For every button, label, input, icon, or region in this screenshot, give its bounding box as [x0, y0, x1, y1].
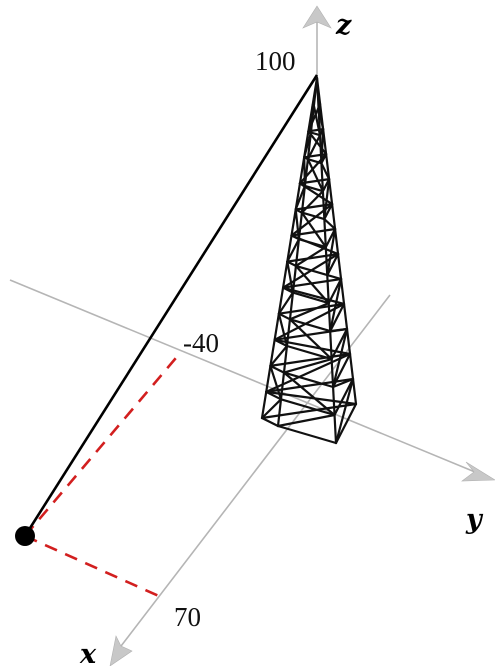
- y-coordinate-label: -40: [183, 328, 219, 358]
- x-axis-arrowhead: [109, 635, 133, 666]
- tower-brace: [300, 211, 327, 249]
- y-axis-label: y: [465, 504, 484, 535]
- tower-brace: [294, 264, 330, 305]
- tower-brace: [303, 156, 306, 187]
- tower-brace: [309, 104, 314, 134]
- tower-ring: [326, 252, 340, 277]
- tower-ring: [334, 402, 358, 445]
- y-axis-arrowhead: [461, 461, 495, 482]
- tower-leg: [260, 76, 319, 420]
- projection-line-x: [24, 534, 162, 599]
- tower-brace: [326, 274, 343, 281]
- tower-brace: [286, 238, 300, 263]
- tower-ring: [303, 184, 324, 193]
- projection-line-y: [24, 351, 182, 537]
- x-axis-label: x: [79, 639, 97, 666]
- tower-brace: [288, 302, 330, 321]
- tower-ring: [269, 364, 286, 374]
- tower-brace: [273, 338, 352, 356]
- tower-brace: [294, 184, 306, 211]
- tower-brace: [312, 104, 322, 137]
- tower-brace: [282, 252, 340, 289]
- tower-ring: [329, 302, 346, 333]
- z-axis-arrowhead: [302, 5, 332, 29]
- tower-brace: [306, 158, 324, 193]
- lattice-tower: [260, 76, 358, 445]
- tower-brace: [326, 227, 337, 277]
- tower-ring: [265, 377, 355, 393]
- tower-brace: [276, 413, 336, 428]
- tower-brace: [273, 302, 346, 341]
- tower-brace: [329, 277, 343, 333]
- tower-brace: [265, 352, 352, 393]
- z-height-label: 100: [255, 46, 296, 76]
- tower-brace: [260, 398, 283, 420]
- tower-ring: [260, 402, 358, 420]
- tower-brace: [317, 106, 325, 131]
- tower-brace: [329, 327, 349, 333]
- anchor-point: [15, 526, 35, 546]
- tower-brace: [334, 377, 355, 445]
- tower-ring: [279, 398, 336, 417]
- guy-cable: [23, 74, 319, 537]
- tower-brace: [332, 377, 355, 389]
- tower-ring: [327, 277, 343, 305]
- tower-ring: [291, 291, 330, 305]
- tower-brace: [300, 190, 324, 214]
- tower-brace: [294, 208, 300, 241]
- tower-brace: [288, 318, 333, 361]
- tower-brace: [277, 291, 294, 315]
- tower-ring: [300, 211, 326, 221]
- tower-ring: [269, 352, 352, 367]
- tower-brace: [323, 178, 331, 221]
- tower-brace: [294, 246, 327, 267]
- z-axis-label: z: [335, 10, 352, 41]
- tower-brace: [286, 260, 294, 294]
- tower-brace: [277, 312, 289, 348]
- tower-brace: [303, 131, 312, 159]
- tower-brace: [323, 218, 337, 231]
- tower-ring: [333, 377, 355, 417]
- tower-brace: [265, 390, 358, 406]
- tower-ring: [260, 416, 280, 428]
- tower-ring: [276, 424, 338, 445]
- tower-ring: [282, 371, 335, 389]
- tower-brace: [306, 134, 322, 161]
- tower-ring: [288, 318, 332, 333]
- tower-ring: [330, 327, 349, 361]
- tower-ring: [286, 260, 297, 267]
- tower-brace: [282, 286, 346, 306]
- tower-brace: [282, 358, 333, 374]
- x-coordinate-label: 70: [174, 602, 201, 632]
- tower-ring: [277, 312, 292, 321]
- tower-ring: [309, 131, 322, 137]
- y-axis-line: [9, 279, 476, 473]
- tower-brace: [269, 344, 289, 367]
- tower-ring: [277, 302, 346, 315]
- tower-brace: [320, 162, 331, 181]
